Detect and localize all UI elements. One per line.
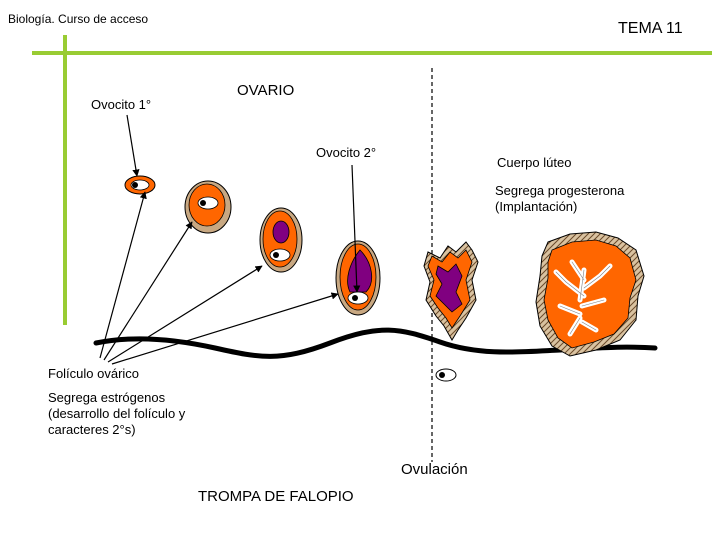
ruptured-follicle [423,241,479,341]
arrow-follicle-4 [111,292,339,365]
secondary-oocyte-label: Ovocito 2° [316,145,377,160]
mature-follicle [335,240,381,316]
ovulation-label: Ovulación [401,461,468,478]
corpus-luteum [535,231,645,357]
follicle-note-line: caracteres 2°s) [48,422,136,437]
primary-oocyte-label: Ovocito 1° [91,97,152,112]
ovary-label: OVARIO [237,82,295,99]
corpus-luteum-note: Segrega progesterona (Implantación) [495,183,624,215]
arrow-follicle-3 [107,265,263,363]
primary-follicle [184,180,232,234]
fallopian-tube-label: TROMPA DE FALOPIO [198,488,354,505]
corpus-luteum-note-line: (Implantación) [495,199,578,214]
corpus-luteum-label: Cuerpo lúteo [497,155,572,170]
arrow-primary-oocyte [126,114,140,177]
corpus-luteum-note-line: Segrega progesterona [495,183,625,198]
ovulated-oocyte [435,368,457,382]
secondary-follicle [259,207,303,273]
header-vertical-rule [63,35,67,325]
topic-title: TEMA 11 [618,20,683,37]
arrow-follicle-2 [103,221,193,361]
header-horizontal-rule [32,51,712,55]
follicle-note: Segrega estrógenos (desarrollo del folíc… [48,390,185,438]
arrow-follicle-1 [99,191,147,359]
primary-oocyte [124,175,156,195]
arrow-secondary-oocyte [351,164,361,293]
follicle-note-line: (desarrollo del folículo y [48,406,186,421]
follicle-label: Folículo ovárico [48,366,140,381]
follicle-note-line: Segrega estrógenos [48,390,166,405]
course-title: Biología. Curso de acceso [8,12,149,26]
